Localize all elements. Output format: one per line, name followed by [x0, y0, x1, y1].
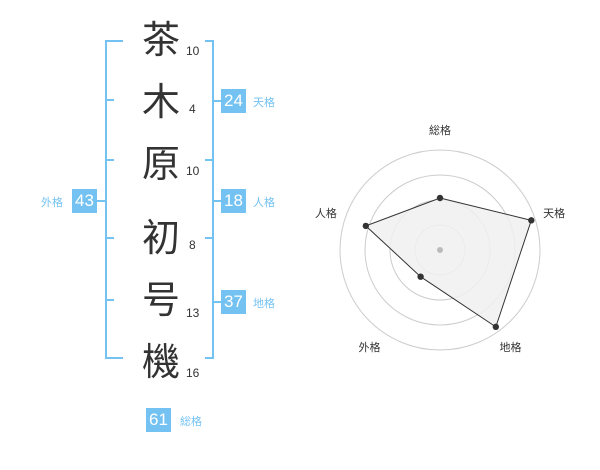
- soukaku-value: 61: [146, 408, 171, 432]
- chikaku-bracket: [205, 237, 214, 359]
- name-char-2: 木: [141, 80, 180, 124]
- tenkaku-value: 24: [221, 89, 246, 113]
- soukaku-label: 総格: [180, 415, 202, 428]
- radar-axis-label: 人格: [315, 206, 337, 220]
- stroke-count-3: 10: [186, 164, 200, 178]
- tenkaku-bracket: [205, 40, 214, 161]
- chikaku-label: 地格: [253, 297, 275, 310]
- stroke-count-6: 16: [186, 366, 200, 380]
- jinkaku-bracket: [205, 159, 214, 239]
- radar-point: [417, 273, 424, 280]
- stroke-count-5: 13: [186, 306, 200, 320]
- stroke-count-1: 10: [186, 44, 200, 58]
- tenkaku-label: 天格: [253, 96, 275, 109]
- name-char-5: 号: [141, 278, 180, 322]
- radar-area: [364, 197, 532, 328]
- jinkaku-value: 18: [221, 189, 246, 213]
- stroke-count-4: 8: [189, 238, 196, 252]
- name-char-4: 初: [141, 216, 180, 260]
- name-char-6: 機: [141, 340, 180, 384]
- radar-axis-label: 地格: [500, 340, 522, 354]
- radar-point: [362, 222, 370, 230]
- name-char-3: 原: [141, 142, 180, 186]
- radar-axis-label: 外格: [358, 340, 380, 354]
- gaikaku-value: 43: [72, 189, 97, 213]
- radar-point: [492, 323, 500, 331]
- radar-axis-label: 総格: [429, 123, 451, 137]
- gaikaku-label: 外格: [41, 196, 63, 209]
- radar-point: [528, 217, 535, 224]
- radar-point: [436, 194, 444, 202]
- stroke-count-2: 4: [189, 102, 196, 116]
- name-char-1: 茶: [141, 18, 180, 62]
- radar-grid-ring: [339, 149, 541, 351]
- radar-center-dot: [437, 247, 443, 253]
- radar-axis-label: 天格: [543, 206, 565, 220]
- jinkaku-label: 人格: [253, 196, 275, 209]
- chikaku-value: 37: [221, 290, 246, 314]
- gaikaku-bracket: [105, 40, 123, 359]
